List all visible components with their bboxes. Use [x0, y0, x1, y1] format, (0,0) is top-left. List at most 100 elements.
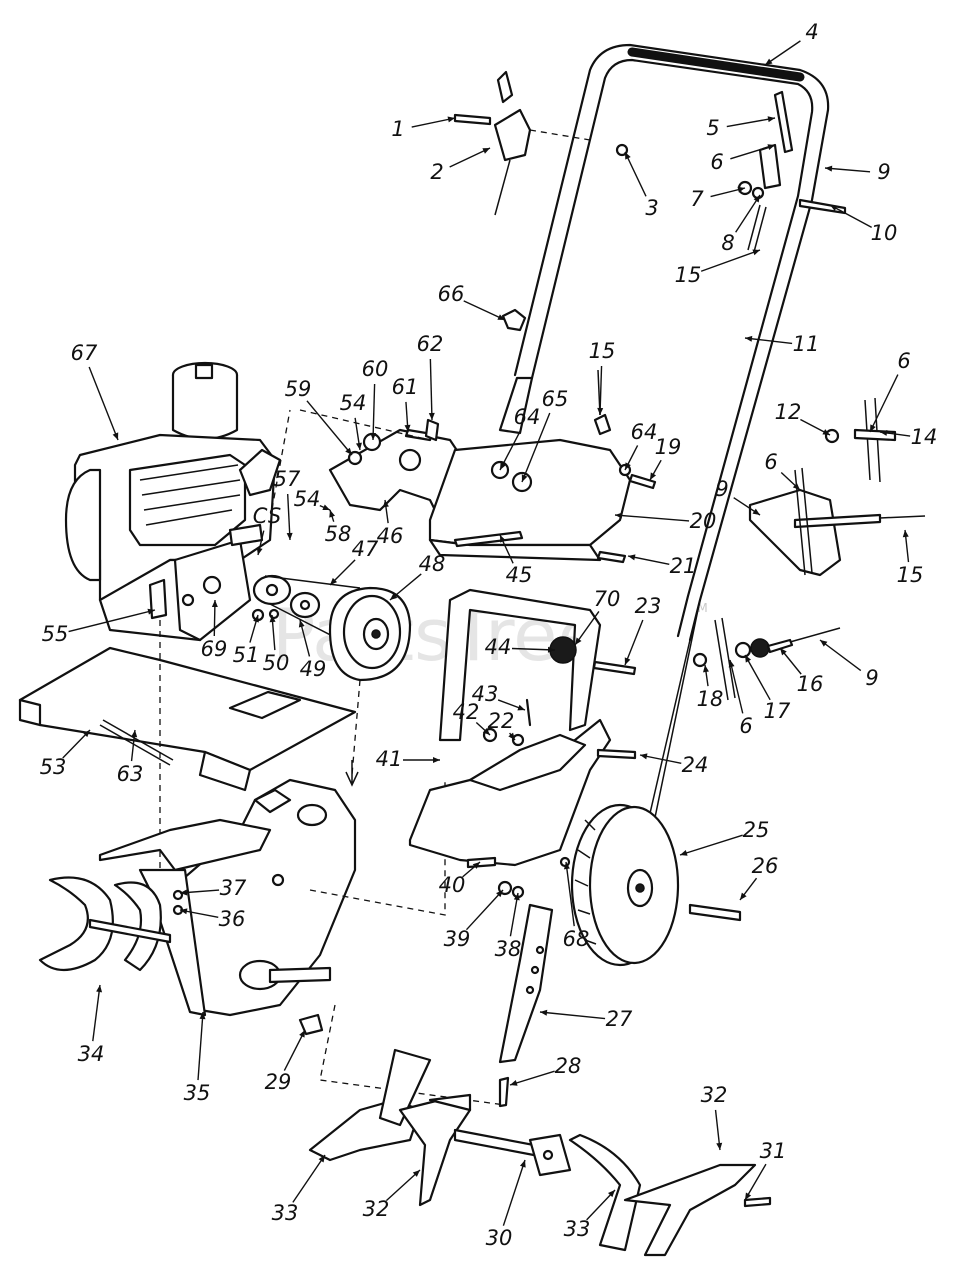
- leader-line: [449, 147, 491, 168]
- callout-label: 30: [486, 1226, 513, 1250]
- callout-label: 28: [555, 1054, 582, 1078]
- leader-arrow: [716, 1142, 723, 1150]
- callout-31: 31: [744, 1139, 786, 1201]
- leader-arrow: [370, 432, 377, 440]
- callout-label: 4: [805, 20, 818, 44]
- leader-arrow: [472, 862, 480, 869]
- leader-arrow: [497, 314, 505, 320]
- callout-35: 35: [184, 1011, 211, 1105]
- leader-line: [509, 1070, 555, 1086]
- callout-label: 21: [670, 554, 697, 578]
- leader-arrow: [521, 474, 528, 482]
- callout-label: 41: [376, 747, 403, 771]
- callout-1: 1: [391, 116, 456, 141]
- callout-33a: 33: [272, 1154, 326, 1225]
- leader-arrow: [640, 753, 648, 760]
- leader-line: [624, 151, 647, 197]
- callout-39: 39: [444, 889, 504, 951]
- callout-9b: 9: [715, 477, 761, 516]
- leader-arrow: [745, 335, 753, 342]
- leader-line: [639, 754, 682, 764]
- leader-arrow: [299, 1030, 305, 1038]
- callout-46: 46: [377, 499, 404, 548]
- callout-15b: 15: [589, 339, 616, 416]
- leader-arrow: [513, 893, 520, 901]
- leader-arrow: [752, 508, 760, 515]
- callout-16: 16: [779, 647, 823, 696]
- callout-18: 18: [697, 664, 723, 711]
- leader-line: [729, 659, 744, 714]
- callout-53: 53: [40, 729, 91, 779]
- callout-17: 17: [744, 654, 791, 723]
- leader-arrow: [269, 615, 276, 623]
- leader-arrow: [745, 655, 752, 663]
- leader-arrow: [428, 412, 435, 420]
- callout-2: 2: [430, 147, 491, 184]
- callout-label: 33: [272, 1201, 299, 1225]
- leader-arrow: [482, 728, 490, 735]
- leader-arrow: [180, 908, 188, 915]
- callout-label: 35: [184, 1081, 211, 1105]
- leader-line: [829, 204, 872, 228]
- callout-label: 37: [220, 876, 247, 900]
- leader-arrow: [256, 547, 263, 555]
- leader-line: [292, 1154, 326, 1203]
- callout-label: 6: [710, 150, 723, 174]
- callout-45: 45: [499, 534, 532, 587]
- callout-label: 32: [701, 1083, 728, 1107]
- depth-bar: [498, 903, 554, 1064]
- callout-label: 48: [419, 552, 446, 576]
- tines-left: [38, 876, 172, 972]
- callout-40: 40: [439, 861, 481, 897]
- leader-arrow: [345, 447, 352, 455]
- leader-arrow: [902, 530, 909, 538]
- callout-label: 62: [417, 332, 444, 356]
- callout-label: 69: [201, 637, 228, 661]
- leader-line: [700, 249, 761, 272]
- callout-7: 7: [690, 186, 746, 211]
- leader-line: [627, 555, 670, 565]
- callout-label: 12: [775, 400, 802, 424]
- leader-arrow: [82, 730, 90, 738]
- leader-line: [465, 889, 504, 931]
- leader-arrow: [147, 608, 155, 615]
- leader-line: [463, 300, 506, 321]
- handle-grip: [627, 47, 805, 82]
- callout-CS: CS: [253, 504, 281, 556]
- callout-label: CS: [253, 504, 281, 528]
- leader-arrow: [615, 512, 623, 519]
- callout-label: 55: [42, 622, 69, 646]
- callout-37: 37: [179, 876, 247, 900]
- callout-4: 4: [764, 20, 819, 66]
- leader-line: [819, 639, 862, 672]
- leader-arrow: [765, 58, 773, 65]
- callout-label: 40: [439, 873, 466, 897]
- callout-label: 7: [690, 187, 704, 211]
- callout-label: 57: [274, 467, 301, 491]
- callout-61: 61: [392, 375, 418, 433]
- callout-label: 23: [635, 594, 662, 618]
- callout-32b: 32: [363, 1169, 421, 1221]
- leader-arrow: [500, 462, 506, 470]
- leader-arrow: [96, 985, 103, 993]
- callout-label: 46: [377, 524, 404, 548]
- callout-29: 29: [265, 1029, 306, 1094]
- leader-line: [824, 167, 871, 173]
- callout-28: 28: [509, 1054, 582, 1086]
- callout-label: 66: [438, 282, 465, 306]
- callout-20: 20: [614, 509, 716, 533]
- callout-38: 38: [495, 892, 521, 961]
- leader-line: [287, 493, 291, 541]
- leader-line: [614, 514, 690, 522]
- leader-line: [372, 383, 376, 441]
- callout-12: 12: [775, 400, 831, 436]
- callout-label: 5: [706, 116, 719, 140]
- callout-label: 43: [472, 682, 499, 706]
- leader-arrow: [131, 730, 138, 738]
- callout-24: 24: [639, 753, 708, 777]
- callout-label: 15: [589, 339, 616, 363]
- leader-arrow: [767, 116, 775, 123]
- drive-belt-pulleys: [251, 574, 412, 787]
- callout-label: 34: [78, 1042, 105, 1066]
